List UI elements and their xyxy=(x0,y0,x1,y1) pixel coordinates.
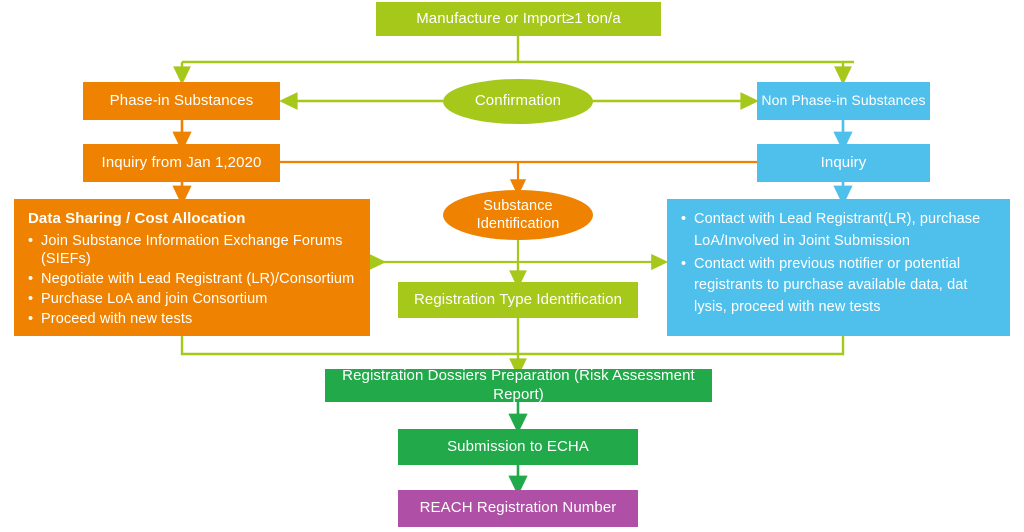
node-inquiry-from-jan[interactable]: Inquiry from Jan 1,2020 xyxy=(83,144,280,182)
node-inquiry-jan-label: Inquiry from Jan 1,2020 xyxy=(101,153,262,171)
node-registration-type-label: Registration Type Identification xyxy=(413,290,623,308)
list-item: • Contact with previous notifier or pote… xyxy=(681,254,996,319)
data-sharing-title: Data Sharing / Cost Allocation xyxy=(28,210,246,227)
node-submission-label: Submission to ECHA xyxy=(447,437,589,455)
list-item: • Contact with Lead Registrant(LR), purc… xyxy=(681,209,996,253)
node-data-sharing-cost-allocation[interactable]: Data Sharing / Cost Allocation Join Subs… xyxy=(14,199,370,336)
connector-manufacture-split xyxy=(182,36,854,64)
node-substance-identification-line2: Identification xyxy=(476,216,560,232)
connector-data-sharing-to-dossiers xyxy=(180,336,518,356)
node-confirmation[interactable]: Confirmation xyxy=(443,79,593,124)
list-item: Purchase LoA and join Consortium xyxy=(28,290,356,308)
node-manufacture-or-import[interactable]: Manufacture or Import≥1 ton/a xyxy=(376,2,661,36)
node-manufacture-label: Manufacture or Import≥1 ton/a xyxy=(416,9,621,27)
connector-contact-lr-to-dossiers xyxy=(518,336,845,356)
node-reach-registration-number[interactable]: REACH Registration Number xyxy=(398,490,638,527)
node-non-phase-in-label: Non Phase-in Substances xyxy=(761,92,926,109)
node-non-phase-in-substances[interactable]: Non Phase-in Substances xyxy=(757,82,930,120)
node-registration-type-identification[interactable]: Registration Type Identification xyxy=(398,282,638,318)
contact-lr-bullet-list: • Contact with Lead Registrant(LR), purc… xyxy=(681,209,996,319)
contact-lr-bullet-2: Contact with previous notifier or potent… xyxy=(694,255,968,316)
node-contact-lead-registrant[interactable]: • Contact with Lead Registrant(LR), purc… xyxy=(667,199,1010,336)
node-reach-number-label: REACH Registration Number xyxy=(419,499,617,517)
bullet-glyph-icon: • xyxy=(681,255,687,272)
node-dossiers-label: Registration Dossiers Preparation (Risk … xyxy=(342,366,695,403)
node-registration-dossiers-preparation[interactable]: Registration Dossiers Preparation (Risk … xyxy=(325,366,712,403)
node-phase-in-substances[interactable]: Phase-in Substances xyxy=(83,82,280,120)
node-confirmation-label: Confirmation xyxy=(474,92,562,110)
node-substance-identification-line1: Substance xyxy=(483,197,553,214)
data-sharing-bullet-list: Join Substance Information Exchange Foru… xyxy=(28,232,356,329)
contact-lr-bullet-1: Contact with Lead Registrant(LR), purcha… xyxy=(694,211,981,249)
list-item: Negotiate with Lead Registrant (LR)/Cons… xyxy=(28,270,356,288)
node-phase-in-label: Phase-in Substances xyxy=(109,91,254,109)
node-inquiry[interactable]: Inquiry xyxy=(757,144,930,182)
node-submission-to-echa[interactable]: Submission to ECHA xyxy=(398,429,638,465)
node-inquiry-label: Inquiry xyxy=(820,153,867,171)
list-item: Join Substance Information Exchange Foru… xyxy=(28,232,356,268)
bullet-glyph-icon: • xyxy=(681,211,687,227)
node-substance-identification[interactable]: Substance Identification xyxy=(443,190,593,240)
list-item: Proceed with new tests xyxy=(28,310,356,328)
